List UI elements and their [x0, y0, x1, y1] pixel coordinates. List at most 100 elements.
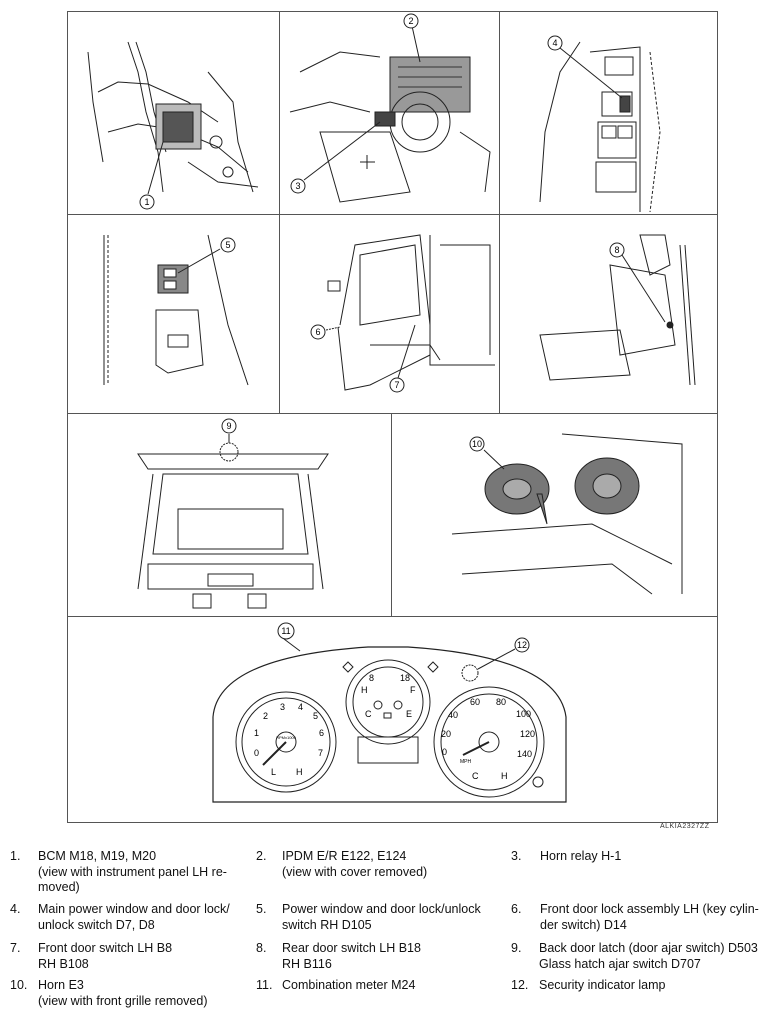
panel-rh-window-switch: 5: [68, 215, 279, 413]
tach-high: H: [296, 767, 303, 777]
tach-tick-6: 6: [319, 728, 324, 738]
speedo-high: H: [501, 771, 508, 781]
panel-main-window-switch: 4: [500, 12, 716, 214]
legend-number: 9.: [511, 941, 522, 955]
callout-8: 8: [614, 245, 619, 255]
speedo-tick-120: 120: [520, 729, 535, 739]
tach-tick-5: 5: [313, 711, 318, 721]
tach-unit: RPMx1000: [276, 735, 297, 740]
fuel-temp-gauge: 8 18 H F C E: [345, 659, 431, 764]
figure-reference: ALKIA2327ZZ: [660, 823, 710, 830]
center-top-left: 8: [369, 673, 374, 683]
grid-line: [391, 413, 392, 617]
ipdm-illustration: 2 3: [289, 13, 491, 203]
legend-text: Glass hatch ajar switch D707: [539, 956, 701, 971]
callout-4: 4: [552, 38, 557, 48]
speedo-tick-40: 40: [448, 710, 458, 720]
legend-text: Security indicator lamp: [539, 978, 666, 992]
legend-text: RH B108: [38, 956, 89, 971]
legend-text: Horn relay H-1: [540, 849, 622, 863]
speedo-tick-60: 60: [470, 697, 480, 707]
center-low-right: E: [406, 709, 412, 719]
back-door-illustration: 9: [137, 418, 329, 609]
legend-text: Back door latch (door ajar switch) D503: [539, 941, 758, 955]
grid-line: [499, 11, 500, 414]
tach-tick-2: 2: [263, 711, 268, 721]
callout-7: 7: [394, 380, 399, 390]
callout-9: 9: [226, 421, 231, 431]
legend-text: Front door switch LH B8: [38, 941, 173, 955]
legend-text: Main power window and door lock/: [38, 902, 230, 916]
tach-low: L: [271, 767, 276, 777]
center-low-left: C: [365, 709, 372, 719]
legend-number: 7.: [10, 941, 21, 955]
speedo-tick-0: 0: [442, 747, 447, 757]
legend-number: 6.: [511, 902, 522, 916]
legend-text: der switch) D14: [540, 917, 627, 932]
center-right: F: [410, 685, 416, 695]
speedo-tick-20: 20: [441, 729, 451, 739]
figure-frame: [67, 11, 718, 823]
legend-number: 5.: [256, 902, 267, 916]
callout-1: 1: [144, 197, 149, 207]
legend-number: 4.: [10, 902, 21, 916]
legend-text: Rear door switch LH B18: [282, 941, 421, 955]
legend-number: 2.: [256, 849, 267, 863]
combination-meter: 2 3 4 5 1 6 0 7 RPMx1000 L H 8 18 H F C …: [212, 622, 567, 803]
rh-switch-illustration: 5: [103, 234, 249, 386]
main-switch-illustration: 4: [539, 35, 661, 213]
callout-10: 10: [472, 439, 482, 449]
speedo-unit: MPH: [460, 759, 472, 765]
callout-2: 2: [408, 16, 413, 26]
grid-line: [67, 413, 717, 414]
tach-tick-7: 7: [318, 748, 323, 758]
grid-line: [279, 11, 280, 414]
center-left: H: [361, 685, 368, 695]
front-door-illustration: 6 7: [310, 234, 495, 393]
horn-illustration: 10: [451, 433, 683, 595]
tach-tick-1: 1: [254, 728, 259, 738]
speedometer: 0 20 40 60 80 100 120 140 MPH C H: [433, 686, 545, 798]
legend-text: (view with front grille removed): [38, 993, 208, 1008]
panel-back-door: 9: [68, 414, 391, 616]
legend-text: Front door lock assembly LH (key cylin-: [540, 902, 759, 916]
callout-6: 6: [315, 327, 320, 337]
panel-ipdm: 2 3: [280, 12, 499, 214]
legend-number: 10.: [10, 978, 28, 992]
legend-text: Horn E3: [38, 978, 84, 992]
legend-text: (view with cover removed): [282, 864, 428, 879]
callout-11: 11: [281, 626, 290, 636]
panel-front-door: 6 7: [280, 215, 499, 413]
panel-bcm: 1: [68, 12, 279, 214]
legend-text: moved): [38, 880, 80, 894]
speedo-low: C: [472, 771, 479, 781]
center-top-right: 18: [400, 673, 410, 683]
legend-text: BCM M18, M19, M20: [38, 849, 157, 863]
panel-combination-meter: 2 3 4 5 1 6 0 7 RPMx1000 L H 8 18 H F C …: [68, 617, 716, 821]
legend-text: switch RH D105: [282, 917, 372, 932]
legend-number: 12.: [511, 978, 529, 992]
bcm-illustration: 1: [87, 41, 259, 210]
grid-line: [67, 214, 717, 215]
speedo-tick-80: 80: [496, 697, 506, 707]
legend-text: (view with instrument panel LH re-: [38, 864, 227, 879]
rear-door-illustration: 8: [539, 234, 696, 386]
legend-number: 11.: [256, 978, 273, 992]
tach-tick-3: 3: [280, 702, 285, 712]
legend-text: RH B116: [282, 956, 332, 971]
legend-text: unlock switch D7, D8: [38, 917, 155, 932]
legend-text: IPDM E/R E122, E124: [282, 849, 407, 863]
legend-number: 8.: [256, 941, 267, 955]
grid-line: [67, 616, 717, 617]
tach-tick-4: 4: [298, 702, 303, 712]
legend-number: 1.: [10, 849, 21, 863]
panel-horn: 10: [392, 414, 716, 616]
panel-rear-door: 8: [500, 215, 716, 413]
speedo-tick-100: 100: [516, 709, 531, 719]
callout-5: 5: [225, 240, 230, 250]
callout-12: 12: [517, 640, 527, 650]
speedo-tick-140: 140: [517, 749, 532, 759]
legend-text: Combination meter M24: [282, 978, 416, 992]
callout-3: 3: [295, 181, 300, 191]
legend-number: 3.: [511, 849, 522, 863]
